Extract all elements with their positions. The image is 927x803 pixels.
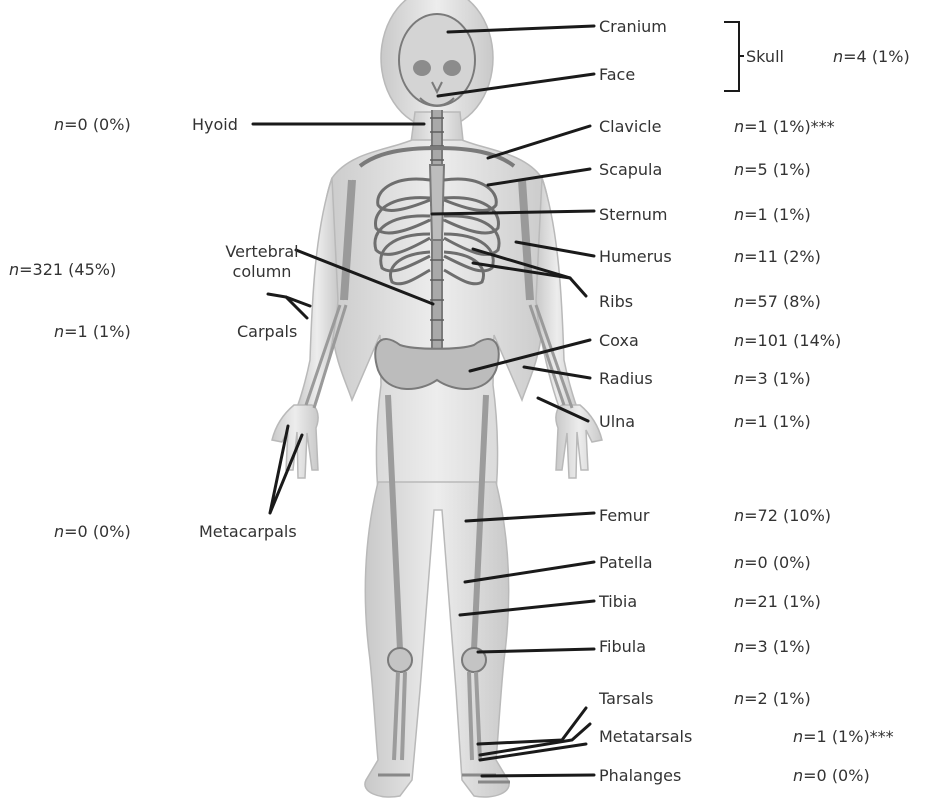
leader-clavicle <box>488 126 590 158</box>
label-patella: Patella <box>599 553 653 573</box>
count-sternum-value: =1 (1%) <box>744 205 811 224</box>
count-clavicle: n=1 (1%)*** <box>734 117 835 137</box>
count-clavicle-value: =1 (1%)*** <box>744 117 835 136</box>
label-femur: Femur <box>599 506 649 526</box>
label-metatarsals: Metatarsals <box>599 727 692 747</box>
count-metatarsals: n=1 (1%)*** <box>793 727 894 747</box>
count-humerus-value: =11 (2%) <box>744 247 821 266</box>
label-coxa: Coxa <box>599 331 639 351</box>
n-symbol: n <box>793 766 803 785</box>
label-ulna: Ulna <box>599 412 635 432</box>
count-hyoid: n=0 (0%) <box>54 115 131 135</box>
label-tarsals: Tarsals <box>599 689 653 709</box>
count-femur-value: =72 (10%) <box>744 506 831 525</box>
label-hyoid: Hyoid <box>192 115 238 135</box>
count-tarsals: n=2 (1%) <box>734 689 811 709</box>
count-phalanges-value: =0 (0%) <box>803 766 870 785</box>
count-hyoid-value: =0 (0%) <box>64 115 131 134</box>
n-symbol: n <box>734 592 744 611</box>
count-ulna: n=1 (1%) <box>734 412 811 432</box>
count-femur: n=72 (10%) <box>734 506 831 526</box>
count-tibia-value: =21 (1%) <box>744 592 821 611</box>
label-sternum: Sternum <box>599 205 667 225</box>
label-carpals: Carpals <box>237 322 297 342</box>
count-tibia: n=21 (1%) <box>734 592 821 612</box>
n-symbol: n <box>734 689 744 708</box>
n-symbol: n <box>734 292 744 311</box>
n-symbol: n <box>833 47 843 66</box>
count-vertebral-column: n=321 (45%) <box>9 260 116 280</box>
label-phalanges: Phalanges <box>599 766 681 786</box>
count-metacarpals-value: =0 (0%) <box>64 522 131 541</box>
label-tibia: Tibia <box>599 592 637 612</box>
n-symbol: n <box>734 412 744 431</box>
count-metatarsals-value: =1 (1%)*** <box>803 727 894 746</box>
n-symbol: n <box>734 331 744 350</box>
label-ribs: Ribs <box>599 292 633 312</box>
count-coxa-value: =101 (14%) <box>744 331 841 350</box>
n-symbol: n <box>793 727 803 746</box>
label-skull: Skull <box>746 47 784 67</box>
n-symbol: n <box>9 260 19 279</box>
label-vertebral-line2: column <box>210 262 314 282</box>
label-clavicle: Clavicle <box>599 117 661 137</box>
count-sternum: n=1 (1%) <box>734 205 811 225</box>
count-patella: n=0 (0%) <box>734 553 811 573</box>
count-vertebral-column-value: =321 (45%) <box>19 260 116 279</box>
count-patella-value: =0 (0%) <box>744 553 811 572</box>
label-humerus: Humerus <box>599 247 672 267</box>
label-vertebral-column: Vertebral column <box>210 242 314 282</box>
n-symbol: n <box>734 117 744 136</box>
count-skull: n=4 (1%) <box>833 47 910 67</box>
skull-bracket <box>724 22 744 91</box>
count-carpals-value: =1 (1%) <box>64 322 131 341</box>
count-scapula: n=5 (1%) <box>734 160 811 180</box>
n-symbol: n <box>734 637 744 656</box>
n-symbol: n <box>54 322 64 341</box>
count-skull-value: =4 (1%) <box>843 47 910 66</box>
label-radius: Radius <box>599 369 653 389</box>
n-symbol: n <box>54 115 64 134</box>
count-scapula-value: =5 (1%) <box>744 160 811 179</box>
count-ulna-value: =1 (1%) <box>744 412 811 431</box>
count-radius: n=3 (1%) <box>734 369 811 389</box>
n-symbol: n <box>734 506 744 525</box>
count-phalanges: n=0 (0%) <box>793 766 870 786</box>
count-ribs-value: =57 (8%) <box>744 292 821 311</box>
count-tarsals-value: =2 (1%) <box>744 689 811 708</box>
n-symbol: n <box>54 522 64 541</box>
n-symbol: n <box>734 553 744 572</box>
leader-phalanges <box>482 775 594 776</box>
label-cranium: Cranium <box>599 17 667 37</box>
n-symbol: n <box>734 369 744 388</box>
count-coxa: n=101 (14%) <box>734 331 841 351</box>
n-symbol: n <box>734 160 744 179</box>
count-fibula: n=3 (1%) <box>734 637 811 657</box>
label-fibula: Fibula <box>599 637 646 657</box>
count-ribs: n=57 (8%) <box>734 292 821 312</box>
count-radius-value: =3 (1%) <box>744 369 811 388</box>
label-scapula: Scapula <box>599 160 662 180</box>
n-symbol: n <box>734 205 744 224</box>
count-fibula-value: =3 (1%) <box>744 637 811 656</box>
label-metacarpals: Metacarpals <box>199 522 297 542</box>
label-vertebral-line1: Vertebral <box>210 242 314 262</box>
count-humerus: n=11 (2%) <box>734 247 821 267</box>
label-face: Face <box>599 65 635 85</box>
count-carpals: n=1 (1%) <box>54 322 131 342</box>
count-metacarpals: n=0 (0%) <box>54 522 131 542</box>
n-symbol: n <box>734 247 744 266</box>
